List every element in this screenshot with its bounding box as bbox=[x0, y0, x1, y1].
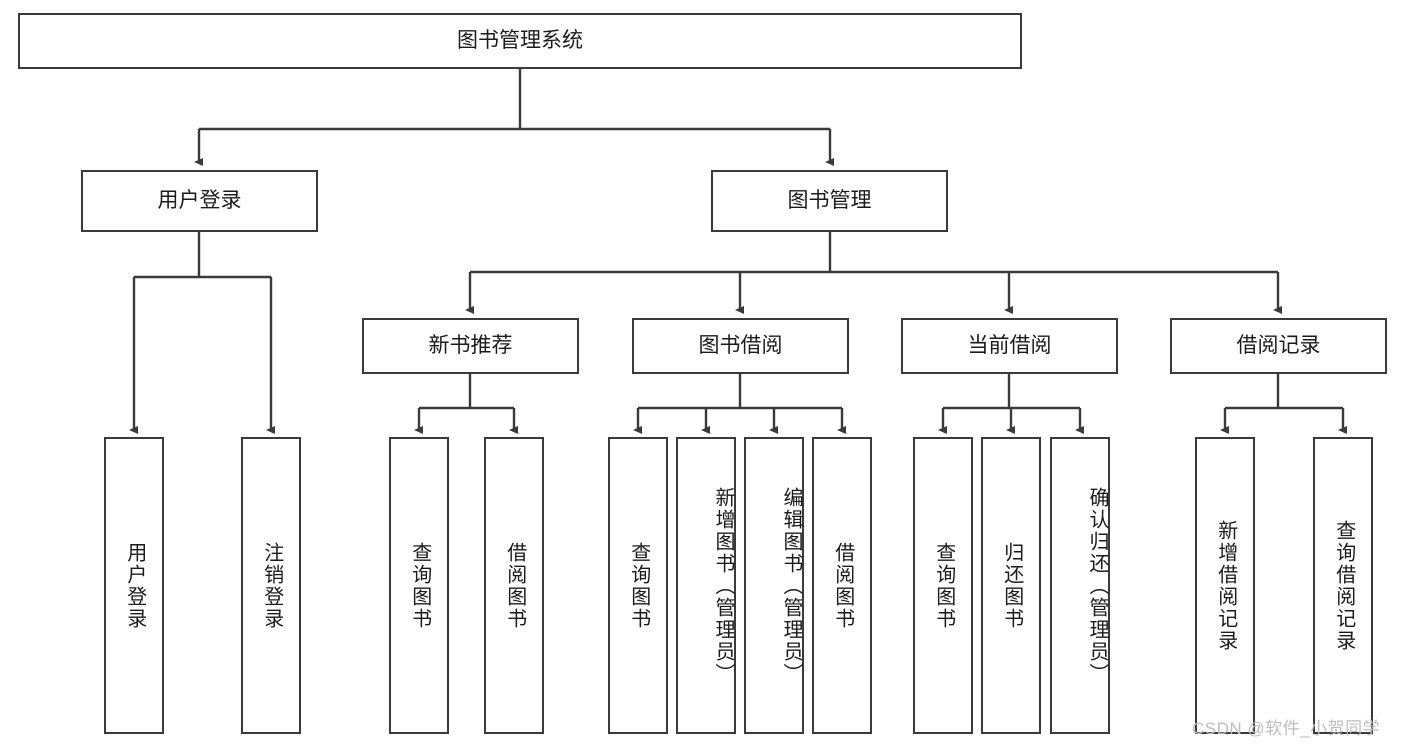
node-leaf-query-borrow-record[interactable]: 查询借阅记录 bbox=[1313, 437, 1373, 734]
watermark-text: CSDN @软件_小贺同学 bbox=[1192, 719, 1381, 738]
node-leaf-confirm-return-admin-label: 确认归还（管理员） bbox=[1086, 486, 1108, 685]
node-book-manage-label: 图书管理 bbox=[787, 188, 872, 212]
node-borrow-record-label: 借阅记录 bbox=[1236, 333, 1321, 357]
node-book-borrow-label: 图书借阅 bbox=[698, 333, 783, 357]
node-borrow-record[interactable]: 借阅记录 bbox=[1170, 318, 1387, 374]
node-current-borrow[interactable]: 当前借阅 bbox=[901, 318, 1118, 374]
node-leaf-return-book-label: 归还图书 bbox=[1000, 541, 1023, 630]
node-leaf-query-book-3[interactable]: 查询图书 bbox=[913, 437, 973, 734]
node-leaf-user-logout[interactable]: 注销登录 bbox=[241, 437, 301, 734]
node-leaf-add-borrow-record-label: 新增借阅记录 bbox=[1214, 519, 1237, 652]
node-leaf-borrow-book-2[interactable]: 借阅图书 bbox=[812, 437, 872, 734]
node-leaf-query-borrow-record-label: 查询借阅记录 bbox=[1332, 519, 1355, 652]
node-leaf-query-book-2-label: 查询图书 bbox=[627, 541, 650, 630]
node-new-book-recommend[interactable]: 新书推荐 bbox=[362, 318, 579, 374]
node-book-manage[interactable]: 图书管理 bbox=[711, 170, 948, 232]
node-leaf-query-book-1[interactable]: 查询图书 bbox=[389, 437, 449, 734]
node-leaf-add-book-admin-label: 新增图书（管理员） bbox=[712, 486, 734, 685]
node-leaf-confirm-return-admin[interactable]: 确认归还（管理员） bbox=[1050, 437, 1110, 734]
node-leaf-query-book-2[interactable]: 查询图书 bbox=[608, 437, 668, 734]
node-leaf-borrow-book-2-label: 借阅图书 bbox=[831, 541, 854, 630]
node-current-borrow-label: 当前借阅 bbox=[967, 333, 1052, 357]
node-new-book-recommend-label: 新书推荐 bbox=[428, 333, 513, 357]
node-leaf-user-login-label: 用户登录 bbox=[123, 541, 146, 630]
node-leaf-query-book-3-label: 查询图书 bbox=[932, 541, 955, 630]
node-user-login[interactable]: 用户登录 bbox=[81, 170, 318, 232]
node-leaf-add-borrow-record[interactable]: 新增借阅记录 bbox=[1195, 437, 1255, 734]
node-leaf-query-book-1-label: 查询图书 bbox=[408, 541, 431, 630]
node-root-label: 图书管理系统 bbox=[457, 28, 583, 52]
node-leaf-return-book[interactable]: 归还图书 bbox=[981, 437, 1041, 734]
node-leaf-add-book-admin[interactable]: 新增图书（管理员） bbox=[676, 437, 736, 734]
node-user-login-label: 用户登录 bbox=[157, 188, 242, 212]
node-book-borrow[interactable]: 图书借阅 bbox=[632, 318, 849, 374]
node-leaf-user-logout-label: 注销登录 bbox=[260, 541, 283, 630]
node-leaf-user-login[interactable]: 用户登录 bbox=[104, 437, 164, 734]
node-root[interactable]: 图书管理系统 bbox=[18, 13, 1022, 69]
node-leaf-edit-book-admin[interactable]: 编辑图书（管理员） bbox=[744, 437, 804, 734]
node-leaf-borrow-book-1-label: 借阅图书 bbox=[503, 541, 526, 630]
node-leaf-edit-book-admin-label: 编辑图书（管理员） bbox=[780, 486, 802, 685]
node-leaf-borrow-book-1[interactable]: 借阅图书 bbox=[484, 437, 544, 734]
